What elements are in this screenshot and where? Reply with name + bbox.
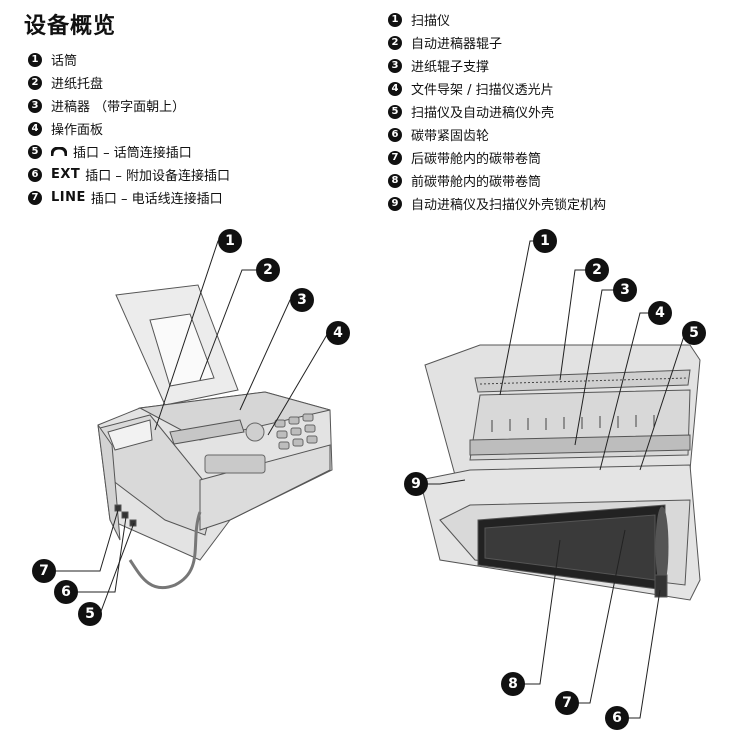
svg-text:4: 4 xyxy=(333,325,343,341)
callout-7: 7 xyxy=(555,691,579,715)
page-title: 设备概览 xyxy=(24,14,117,39)
svg-text:9: 9 xyxy=(411,476,421,492)
number-badge: 6 xyxy=(28,167,42,182)
svg-text:2: 2 xyxy=(263,262,273,278)
number-badge: 1 xyxy=(388,12,402,27)
callout-7: 7 xyxy=(32,559,56,583)
callout-6: 6 xyxy=(54,580,78,604)
svg-text:1: 1 xyxy=(225,233,235,249)
svg-text:3: 3 xyxy=(620,282,630,298)
legend-item: 4 文件导架 / 扫描仪透光片 xyxy=(388,77,606,100)
svg-text:5: 5 xyxy=(85,606,95,622)
legend-item: 7 LINE 插口 – 电话线连接插口 xyxy=(28,186,230,209)
number-badge: 1 xyxy=(28,52,42,67)
svg-text:4: 4 xyxy=(655,305,665,321)
svg-text:5: 5 xyxy=(689,325,699,341)
number-badge: 4 xyxy=(28,121,42,136)
legend-label: 文件导架 / 扫描仪透光片 xyxy=(411,83,554,98)
legend-label: 话筒 xyxy=(51,54,78,69)
legend-item: 2 自动进稿器辊子 xyxy=(388,31,606,54)
legend-label: 扫描仪及自动进稿仪外壳 xyxy=(411,106,555,121)
svg-text:7: 7 xyxy=(562,695,572,711)
legend-label: 前碳带舱内的碳带卷筒 xyxy=(411,175,542,190)
legend-item: 8 前碳带舱内的碳带卷筒 xyxy=(388,169,606,192)
inner-view-legend: 1 扫描仪 2 自动进稿器辊子 3 进纸辊子支撑 4 文件导架 / 扫描仪透光片 5 扫描… xyxy=(388,8,606,215)
legend-item: 6 EXT 插口 – 附加设备连接插口 xyxy=(28,163,230,186)
callout-8: 8 xyxy=(501,672,525,696)
legend-label: 后碳带舱内的碳带卷筒 xyxy=(411,152,542,167)
number-badge: 6 xyxy=(388,127,402,142)
callout-5: 5 xyxy=(682,321,706,345)
callout-3: 3 xyxy=(613,278,637,302)
legend-item: 9 自动进稿仪及扫描仪外壳锁定机构 xyxy=(388,192,606,215)
callout-9: 9 xyxy=(404,472,428,496)
number-badge: 2 xyxy=(28,75,42,90)
legend-label: 进稿器 （带字面朝上） xyxy=(51,100,186,115)
legend-item: 5 扫描仪及自动进稿仪外壳 xyxy=(388,100,606,123)
inner-callouts: 1 2 3 4 5 9 8 7 6 xyxy=(404,229,706,730)
number-badge: 5 xyxy=(28,144,42,159)
svg-text:7: 7 xyxy=(39,563,49,579)
front-view-legend: 1 话筒 2 进纸托盘 3 进稿器 （带字面朝上） 4 操作面板 5 插口 – 话筒连接插… xyxy=(28,48,230,209)
callout-4: 4 xyxy=(648,301,672,325)
legend-label: 插口 – 话筒连接插口 xyxy=(73,146,192,161)
callout-5: 5 xyxy=(78,602,102,626)
legend-item: 1 扫描仪 xyxy=(388,8,606,31)
callout-6: 6 xyxy=(605,706,629,730)
legend-item: 4 操作面板 xyxy=(28,117,230,140)
number-badge: 7 xyxy=(388,150,402,165)
legend-item: 7 后碳带舱内的碳带卷筒 xyxy=(388,146,606,169)
legend-item: 6 碳带紧固齿轮 xyxy=(388,123,606,146)
legend-label: 进纸托盘 xyxy=(51,77,104,92)
legend-item: 1 话筒 xyxy=(28,48,230,71)
callout-2: 2 xyxy=(585,258,609,282)
legend-label: 插口 – 电话线连接插口 xyxy=(90,192,223,207)
legend-label: 操作面板 xyxy=(51,123,104,138)
legend-label: 自动进稿器辊子 xyxy=(411,37,503,52)
legend-label: 自动进稿仪及扫描仪外壳锁定机构 xyxy=(411,198,607,213)
callout-4: 4 xyxy=(326,321,350,345)
number-badge: 5 xyxy=(388,104,402,119)
legend-label: 插口 – 附加设备连接插口 xyxy=(85,169,231,184)
number-badge: 2 xyxy=(388,35,402,50)
port-prefix: EXT xyxy=(51,167,81,182)
number-badge: 9 xyxy=(388,196,402,211)
number-badge: 3 xyxy=(28,98,42,113)
number-badge: 4 xyxy=(388,81,402,96)
legend-item: 3 进纸辊子支撑 xyxy=(388,54,606,77)
callout-1: 1 xyxy=(218,229,242,253)
callout-3: 3 xyxy=(290,288,314,312)
front-view-fax-drawing xyxy=(97,284,333,590)
callout-2: 2 xyxy=(256,258,280,282)
legend-label: 进纸辊子支撑 xyxy=(411,60,490,75)
legend-label: 碳带紧固齿轮 xyxy=(411,129,490,144)
legend-item: 2 进纸托盘 xyxy=(28,71,230,94)
number-badge: 7 xyxy=(28,190,42,205)
legend-label: 扫描仪 xyxy=(411,14,451,29)
legend-item: 5 插口 – 话筒连接插口 xyxy=(28,140,230,163)
number-badge: 3 xyxy=(388,58,402,73)
svg-text:8: 8 xyxy=(508,676,518,692)
handset-icon xyxy=(51,147,67,156)
svg-text:6: 6 xyxy=(612,710,622,726)
port-prefix: LINE xyxy=(51,190,86,205)
legend-item: 3 进稿器 （带字面朝上） xyxy=(28,94,230,117)
front-callouts: 1 2 3 4 7 6 5 xyxy=(32,229,350,626)
svg-text:2: 2 xyxy=(592,262,602,278)
svg-text:1: 1 xyxy=(540,233,550,249)
number-badge: 8 xyxy=(388,173,402,188)
svg-text:3: 3 xyxy=(297,292,307,308)
inner-view-fax-drawing xyxy=(419,344,701,601)
callout-1: 1 xyxy=(533,229,557,253)
svg-text:6: 6 xyxy=(61,584,71,600)
